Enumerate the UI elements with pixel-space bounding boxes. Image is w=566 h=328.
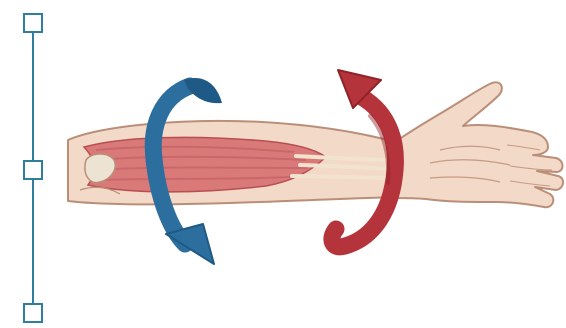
tendon-3 (292, 176, 395, 178)
bottom-selection-handle[interactable] (24, 304, 42, 322)
selection-handle-rail[interactable] (0, 0, 70, 328)
middle-selection-handle[interactable] (24, 161, 42, 179)
top-selection-handle[interactable] (24, 14, 42, 32)
